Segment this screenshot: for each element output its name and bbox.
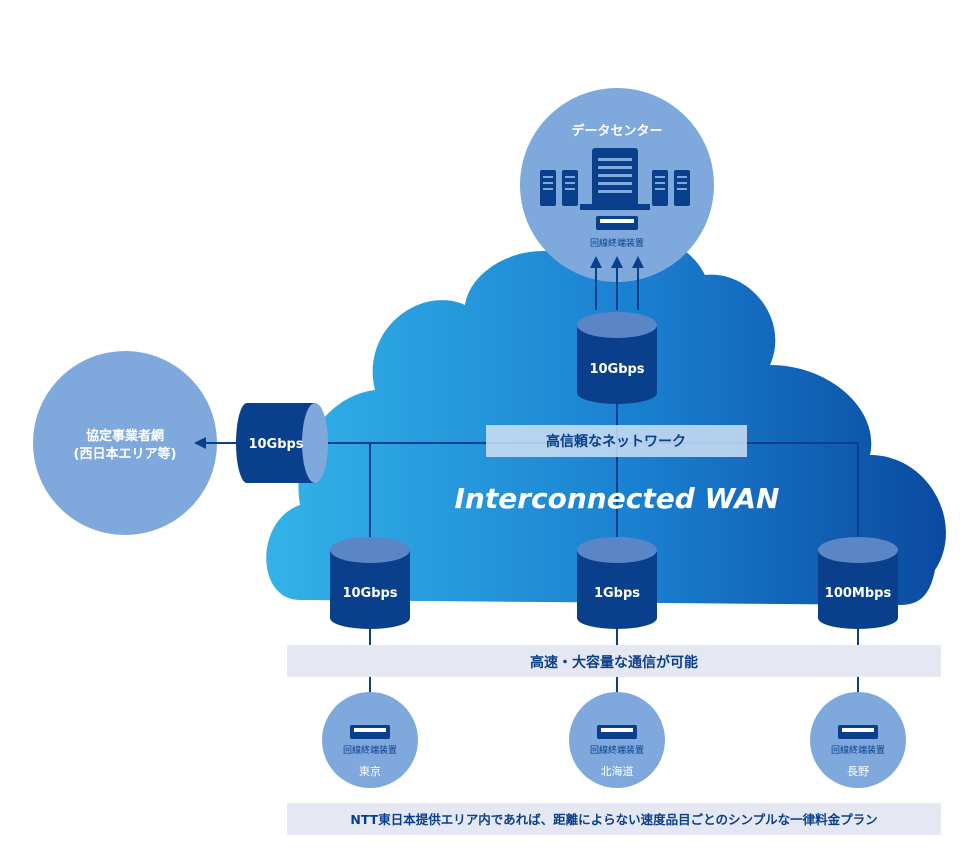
cylinder-b3: 100Mbps xyxy=(818,537,898,629)
cylinder-b1-label: 10Gbps xyxy=(342,586,397,601)
footer-band: NTT東日本提供エリア内であれば、距離によらない速度品目ごとのシンプルな一律料金… xyxy=(287,803,941,835)
site-nagano: 回線終端装置 長野 xyxy=(810,692,906,788)
partner-network-line2: (西日本エリア等) xyxy=(74,446,177,462)
site-hokkaido: 回線終端装置 北海道 xyxy=(569,692,665,788)
speed-band-label: 高速・大容量な通信が可能 xyxy=(530,654,698,671)
cloud-shape xyxy=(266,232,946,605)
cloud xyxy=(266,232,946,605)
cylinder-b2: 1Gbps xyxy=(577,537,657,629)
cylinder-top-label: 10Gbps xyxy=(589,362,644,377)
cylinder-b3-label: 100Mbps xyxy=(825,586,892,601)
partner-network: 協定事業者網 (西日本エリア等) xyxy=(33,351,217,535)
wan-title: Interconnected WAN xyxy=(455,482,780,515)
site-name: 長野 xyxy=(847,765,869,778)
data-center: データセンター 回線終端装置 xyxy=(520,88,714,282)
site-device-label: 回線終端装置 xyxy=(343,744,397,756)
reliability-band-label: 高信頼なネットワーク xyxy=(546,433,686,450)
site-device-label: 回線終端装置 xyxy=(590,744,644,756)
site-name: 北海道 xyxy=(601,764,634,778)
reliability-band: 高信頼なネットワーク xyxy=(486,425,747,457)
site-tokyo: 回線終端装置 東京 xyxy=(322,692,418,788)
partner-network-line1: 協定事業者網 xyxy=(86,428,164,444)
speed-band: 高速・大容量な通信が可能 xyxy=(287,645,941,677)
site-name: 東京 xyxy=(359,764,381,778)
cylinder-left-label: 10Gbps xyxy=(248,437,303,452)
cylinder-left: 10Gbps xyxy=(236,403,328,483)
cylinder-b2-label: 1Gbps xyxy=(594,586,640,601)
terminal-device-icon xyxy=(596,216,638,230)
cylinder-top: 10Gbps xyxy=(577,312,657,404)
partner-network-circle xyxy=(33,351,217,535)
cylinder-b1: 10Gbps xyxy=(330,537,410,629)
data-center-device-label: 回線終端装置 xyxy=(590,237,644,249)
data-center-label: データセンター xyxy=(571,123,662,139)
footer-text: NTT東日本提供エリア内であれば、距離によらない速度品目ごとのシンプルな一律料金… xyxy=(350,812,877,827)
site-device-label: 回線終端装置 xyxy=(831,744,885,756)
